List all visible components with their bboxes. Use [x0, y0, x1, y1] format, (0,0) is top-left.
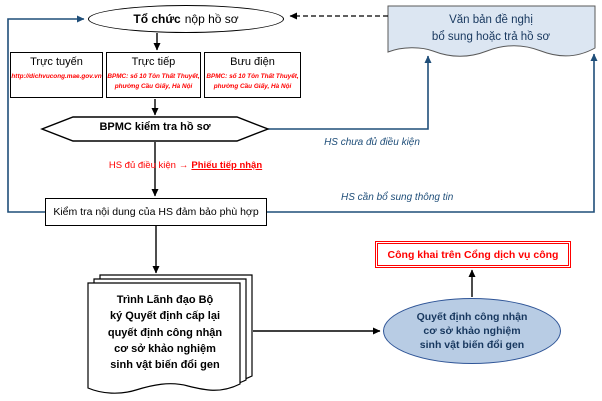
content-check-node: Kiểm tra nội dung của HS đảm bảo phù hợp — [45, 198, 267, 226]
not-eligible-edge-label: HS chưa đủ điều kiện — [324, 137, 420, 148]
eligible-arrow-glyph: → — [178, 160, 189, 171]
channel-online-title: Trực tuyến — [30, 56, 83, 68]
banner-label: Văn bản đề nghị bổ sung hoặc trả hồ sơ — [431, 14, 551, 44]
hexagon-shape — [40, 116, 270, 142]
start-node: Tổ chức nộp hồ sơ — [88, 5, 284, 33]
channel-online-box: Trực tuyến http://dichvucong.mae.gov.vn — [10, 52, 103, 98]
channel-direct-title: Trực tiếp — [131, 56, 176, 68]
edge-return-to-start-line — [7, 15, 85, 213]
channel-post-address: BPMC: số 10 Tôn Thất Thuyết, phường Cầu … — [206, 73, 299, 90]
edge-supplement-line — [267, 53, 598, 213]
check-node-label: BPMC kiểm tra hồ sơ — [99, 121, 211, 133]
channel-direct-box: Trực tiếp BPMC: số 10 Tôn Thất Thuyết, p… — [106, 52, 201, 98]
document-stack-shape — [87, 274, 253, 394]
channel-post-box: Bưu điện BPMC: số 10 Tôn Thất Thuyết, ph… — [204, 52, 301, 98]
banner-shape — [387, 5, 596, 57]
publish-node: Công khai trên Cổng dịch vụ công — [375, 241, 571, 268]
submit-doc-label: Trình Lãnh đạo Bộ ký Quyết định cấp lại … — [107, 294, 223, 372]
start-node-label-rest: nộp hồ sơ — [184, 12, 239, 26]
channel-direct-address: BPMC: số 10 Tôn Thất Thuyết, phường Cầu … — [107, 73, 200, 90]
edge-not-eligible-line — [268, 55, 432, 130]
supplement-edge-label: HS cần bổ sung thông tin — [341, 192, 454, 203]
channel-post-title: Bưu điện — [230, 56, 275, 68]
start-node-label-bold: Tổ chức — [133, 12, 181, 26]
receipt-label: Phiếu tiếp nhận — [191, 160, 263, 171]
decision-node: Quyết định công nhận cơ sở khảo nghiệm s… — [383, 298, 561, 364]
eligible-edge-label: HS đủ điều kiện → Phiếu tiếp nhận — [88, 160, 283, 171]
channel-online-url: http://dichvucong.mae.gov.vn — [11, 73, 102, 80]
eligible-label: HS đủ điều kiện — [108, 160, 176, 171]
